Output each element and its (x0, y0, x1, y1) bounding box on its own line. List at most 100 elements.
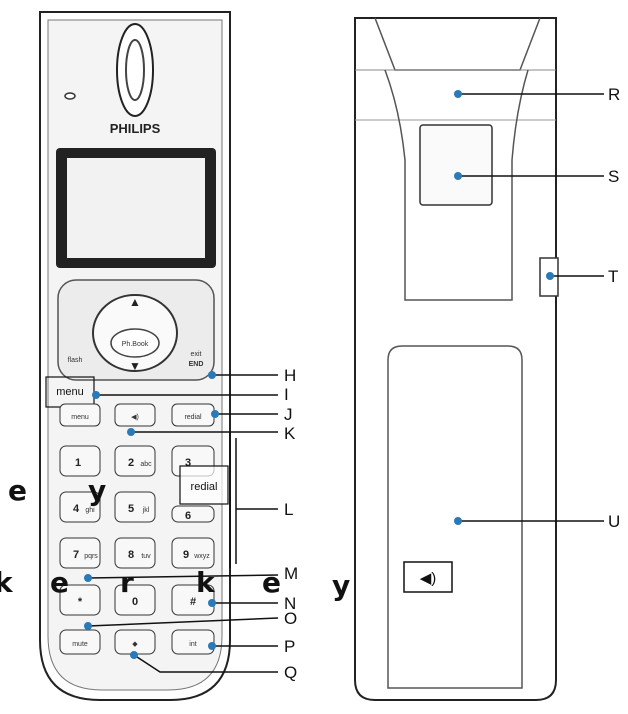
callout-N: N (284, 594, 296, 613)
key-4[interactable] (59, 491, 101, 523)
callout-L: L (284, 500, 293, 519)
nav-down-arrow: ▼ (129, 359, 141, 373)
charge-key-label: ◆ (132, 641, 138, 648)
phbook-label: Ph.Book (122, 341, 149, 348)
belt-clip (384, 69, 529, 301)
menu-key[interactable] (59, 403, 101, 427)
dot-P (208, 642, 216, 650)
right-callout-dots (454, 90, 554, 525)
key-0-label: 0 (132, 596, 138, 608)
left-callouts (87, 374, 279, 673)
speaker-icon-box (403, 561, 453, 593)
mute-key-label: mute (72, 641, 88, 648)
callout-O: O (284, 609, 297, 628)
mute-key[interactable] (59, 629, 101, 655)
dot-S (454, 172, 462, 180)
key-0[interactable] (114, 584, 156, 616)
callout-K: K (284, 424, 296, 443)
dot-R (454, 90, 462, 98)
leader-O (87, 617, 279, 627)
dot-Q (130, 651, 138, 659)
stray-letter-e1: e (8, 474, 27, 507)
key-4-sub: ghi (85, 507, 95, 514)
key-3-label: 3 (185, 457, 191, 469)
key-star[interactable] (59, 584, 101, 616)
leader-Q (133, 654, 278, 673)
key-7[interactable] (59, 537, 101, 569)
int-key[interactable] (171, 629, 215, 655)
callout-I: I (284, 385, 289, 404)
callout-S: S (608, 167, 619, 186)
leader-M (87, 574, 279, 579)
key-hash-label: # (190, 596, 196, 608)
callout-Q: Q (284, 663, 297, 682)
stray-letter-e3: e (262, 566, 281, 599)
key-9-label: 9 (183, 549, 189, 561)
key-8-sub: tuv (141, 553, 151, 560)
stray-letter-y2: y (332, 569, 350, 602)
battery-cover[interactable] (387, 345, 523, 689)
dot-J (211, 410, 219, 418)
stray-letter-e2: e (50, 566, 69, 599)
speaker-key[interactable] (114, 403, 156, 427)
redial-key-label: redial (184, 414, 202, 421)
key-2-sub: abc (140, 461, 152, 468)
flash-label: flash (68, 357, 83, 364)
dot-I (92, 391, 100, 399)
key-6-label: 6 (185, 510, 191, 522)
menu-overlay-label: menu (56, 386, 84, 398)
right-callout-labels: R S T U (608, 85, 620, 531)
stray-letter-r1: r (120, 566, 134, 599)
handset-back: ◀) (354, 17, 559, 701)
right-callouts (458, 93, 604, 522)
callout-T: T (608, 267, 618, 286)
callout-R: R (608, 85, 620, 104)
stray-letter-k2: k (196, 566, 216, 599)
stray-letters: e y k e r k e y (0, 474, 350, 602)
callout-U: U (608, 512, 620, 531)
brand-logo: PHILIPS (110, 121, 161, 136)
key-6[interactable] (171, 505, 215, 523)
clip-button[interactable] (419, 124, 493, 206)
left-callout-labels: H I J K L M N O P Q (284, 366, 298, 682)
exit-label: exit (191, 351, 202, 358)
key-8[interactable] (114, 537, 156, 569)
key-7-sub: pqrs (84, 553, 98, 560)
key-4-label: 4 (73, 503, 80, 515)
redial-overlay-label: redial (191, 481, 218, 493)
key-5-label: 5 (128, 503, 134, 515)
key-9[interactable] (171, 537, 215, 569)
key-5-sub: jkl (142, 507, 150, 514)
key-9-sub: wxyz (193, 553, 210, 560)
menu-key-label: menu (71, 414, 89, 421)
keypad: menu ◀) redial 1 2 abc 3 redial 4 ghi 5 … (59, 403, 229, 655)
key-1-label: 1 (75, 457, 81, 469)
dot-H (208, 371, 216, 379)
dot-U (454, 517, 462, 525)
dot-O (84, 622, 92, 630)
key-star-label: * (78, 596, 83, 608)
callout-M: M (284, 564, 298, 583)
dot-M (84, 574, 92, 582)
speaker-key-label: ◀) (131, 414, 139, 421)
callout-P: P (284, 637, 295, 656)
stray-letter-k1: k (0, 566, 14, 599)
key-2[interactable] (114, 445, 156, 477)
display-screen (67, 158, 205, 258)
nav-up-arrow: ▲ (129, 295, 141, 309)
callout-H: H (284, 366, 296, 385)
dot-T (546, 272, 554, 280)
handset-front: PHILIPS ▲ ▼ Ph.Book flash exit END menu … (39, 11, 231, 701)
key-7-label: 7 (73, 549, 79, 561)
key-8-label: 8 (128, 549, 134, 561)
left-callout-dots (84, 371, 219, 659)
speaker-icon: ◀) (420, 570, 437, 587)
dot-K (127, 428, 135, 436)
key-1[interactable] (59, 445, 101, 477)
stray-letter-y1: y (88, 474, 106, 507)
end-label: END (189, 361, 204, 368)
int-key-label: int (189, 641, 196, 648)
key-5[interactable] (114, 491, 156, 523)
